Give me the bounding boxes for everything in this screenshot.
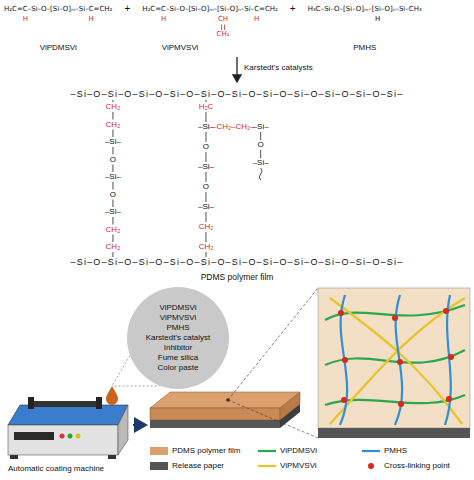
coating-machine xyxy=(8,386,128,459)
leader-dash xyxy=(112,385,161,386)
formula-text: H xyxy=(375,16,380,23)
chain-group: –Si– xyxy=(198,163,214,171)
legend-dot xyxy=(368,463,374,469)
bond-line xyxy=(260,150,261,158)
chain-group: –Si– xyxy=(105,208,121,216)
legend-text: Release paper xyxy=(172,462,224,470)
formula-text: CH xyxy=(218,16,228,23)
bond-line xyxy=(205,100,206,102)
catalyst-label: Karstedt's catalysts xyxy=(244,64,313,72)
plus-sign: + xyxy=(290,4,296,14)
formula-text: H₂C=C–Si–O–[Si–O]ₘ–[Si–O]ₙ–Si–C=CH₂ xyxy=(142,6,278,13)
legend-text: PMHS xyxy=(384,447,407,455)
chain-continuation xyxy=(259,168,262,180)
reaction-arrow xyxy=(236,57,237,82)
bond-line xyxy=(112,100,113,102)
formula-text: H₂C=C–Si–O–[Si–O]ₘ–Si–C=CH₂ xyxy=(4,6,112,13)
double-bond xyxy=(221,25,222,31)
chain-group: CH₂ xyxy=(199,243,214,251)
bond-line xyxy=(112,235,113,243)
legend-text: ViPMVSVi xyxy=(280,462,317,470)
ingredient-text: Color paste xyxy=(146,363,211,373)
chain-group: –Si– xyxy=(253,159,269,167)
polymer-chain: –Si–O–Si–O–Si–O–Si–O–Si–O–Si–O–Si–O–Si–O… xyxy=(71,258,404,267)
compound-name: ViPDMSVi xyxy=(40,44,77,52)
bond-line xyxy=(112,130,113,138)
bond-line xyxy=(260,132,261,140)
formula-text: H xyxy=(254,16,259,23)
machine-caption: Automatic coating machine xyxy=(8,465,104,473)
bond-line xyxy=(205,192,206,202)
chain-group: CH₂ xyxy=(106,243,121,251)
chain-group: –Si– xyxy=(198,203,214,211)
chain-group: CH₂ xyxy=(106,103,121,111)
formula-text: CH₂ xyxy=(217,31,230,38)
bond-line xyxy=(112,182,113,190)
legend-line xyxy=(258,450,276,452)
ingredient-text: ViPDMSVi xyxy=(146,303,211,313)
formula-text: H₃C–Si–O–[Si–O]ₘ–[Si–O]ₙ–Si–CH₃ xyxy=(308,6,422,13)
bond-line xyxy=(112,252,113,257)
chain-group: CH₂ xyxy=(106,121,121,129)
bond-line xyxy=(112,165,113,173)
bond-line xyxy=(112,147,113,155)
bond-line xyxy=(112,200,113,208)
legend-swatch xyxy=(150,447,168,455)
bond-line xyxy=(205,212,206,222)
bond-line xyxy=(205,112,206,122)
chain-group: –Si– xyxy=(198,123,214,131)
network-zoom xyxy=(318,288,470,438)
chain-group: CH₂ xyxy=(199,223,214,231)
chain-group: –Si– xyxy=(105,173,121,181)
compound-name: ViPMVSVi xyxy=(162,44,199,52)
bond-line xyxy=(205,152,206,162)
bond-line xyxy=(205,172,206,182)
formula-text: H xyxy=(23,16,28,23)
bond-line xyxy=(205,232,206,242)
legend-swatch xyxy=(150,462,168,470)
chain-group: –Si– xyxy=(253,123,269,131)
bond-line xyxy=(112,112,113,120)
legend-text: ViPDMSVi xyxy=(280,447,317,455)
chain-group: O xyxy=(110,156,116,164)
legend-text: PDMS polymer film xyxy=(172,447,240,455)
formula-text: H xyxy=(89,16,94,23)
chain-group: O xyxy=(258,141,264,149)
chain-group: O xyxy=(203,183,209,191)
chain-group: CH₂ xyxy=(106,226,121,234)
leader-dash xyxy=(112,355,130,386)
chain-group: O xyxy=(110,191,116,199)
ingredient-text: Fume silica xyxy=(146,353,211,363)
ingredient-circle: ViPDMSViViPMVSViPMHSKarstedt's catalystI… xyxy=(127,287,229,389)
ingredient-text: PMHS xyxy=(146,323,211,333)
ingredient-list: ViPDMSViViPMVSViPMHSKarstedt's catalystI… xyxy=(146,303,211,373)
legend-line xyxy=(258,465,276,467)
double-bond xyxy=(224,25,225,31)
formula-text: H xyxy=(161,16,166,23)
ingredient-text: Inhibitor xyxy=(146,343,211,353)
compound-name: PMHS xyxy=(353,44,376,52)
structure-caption: PDMS polymer film xyxy=(201,273,274,282)
legend-line xyxy=(362,450,380,452)
plus-sign: + xyxy=(124,4,130,14)
bond-line xyxy=(205,132,206,142)
legend-text: Cross-linking point xyxy=(384,462,450,470)
ingredient-text: ViPMVSVi xyxy=(146,313,211,323)
polymer-chain: –Si–O–Si–O–Si–O–Si–O–Si–O–Si–O–Si–O–Si–O… xyxy=(71,90,404,99)
bond-line xyxy=(112,217,113,225)
droplet xyxy=(106,386,118,405)
chain-group: –CH₂–CH₂– xyxy=(212,123,255,131)
process-arrow xyxy=(133,424,146,426)
chain-group: O xyxy=(203,143,209,151)
bond-line xyxy=(205,252,206,257)
chain-group: H₂C xyxy=(199,103,214,111)
chain-group: –Si– xyxy=(105,138,121,146)
ingredient-text: Karstedt's catalyst xyxy=(146,333,211,343)
